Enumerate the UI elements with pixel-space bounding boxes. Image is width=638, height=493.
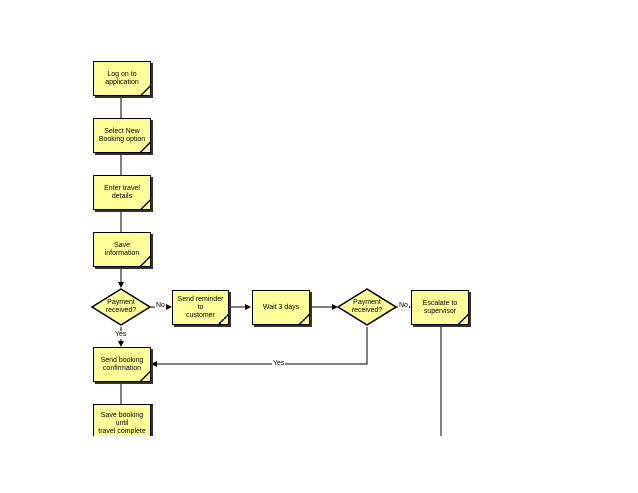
fold-corner-icon (140, 199, 150, 209)
process-save-booking: Save booking until travel complete (93, 404, 151, 436)
fold-corner-icon (140, 85, 150, 95)
process-save-information-label: Save information (104, 241, 140, 257)
edge-label-no-2: No (398, 302, 409, 310)
process-enter-travel-details-label: Enter travel details (104, 184, 140, 200)
process-select-new-booking: Select New Booking option (93, 118, 151, 153)
process-select-new-booking-label: Select New Booking option (98, 127, 146, 143)
fold-corner-icon (140, 142, 150, 152)
process-enter-travel-details: Enter travel details (93, 175, 151, 210)
decision-payment-received-2-label: Payment received? (351, 299, 383, 314)
fold-corner-icon (140, 371, 150, 381)
process-escalate: Escalate to supervisor (411, 290, 469, 325)
fold-corner-icon (140, 256, 150, 266)
edge-label-yes-1: Yes (114, 331, 128, 339)
edge-label-yes-2: Yes (272, 360, 286, 368)
process-send-reminder: Send reminder to customer (172, 290, 229, 325)
fold-corner-icon (299, 314, 309, 324)
process-wait-3-days: Wait 3 days (252, 290, 310, 325)
edge-label-no-1: No (155, 302, 166, 310)
process-send-booking-confirmation: Send booking confirmation (93, 347, 151, 382)
connector-payment2-to-confirmation (151, 327, 368, 367)
decision-payment-received-2-shape (336, 288, 398, 326)
process-logon-label: Log on to application (105, 70, 139, 86)
process-save-information: Save information (93, 232, 151, 267)
decision-payment-received-1-label: Payment received? (105, 299, 137, 314)
decision-payment-received-1-shape (90, 288, 152, 326)
process-send-booking-confirmation-label: Send booking confirmation (100, 356, 144, 372)
process-send-reminder-label: Send reminder to customer (177, 295, 224, 319)
process-logon: Log on to application (93, 61, 151, 96)
process-escalate-label: Escalate to supervisor (422, 299, 458, 315)
fold-corner-icon (458, 314, 468, 324)
process-save-booking-label: Save booking until travel complete (98, 412, 146, 435)
process-wait-3-days-label: Wait 3 days (262, 303, 300, 311)
fold-corner-icon (218, 314, 228, 324)
